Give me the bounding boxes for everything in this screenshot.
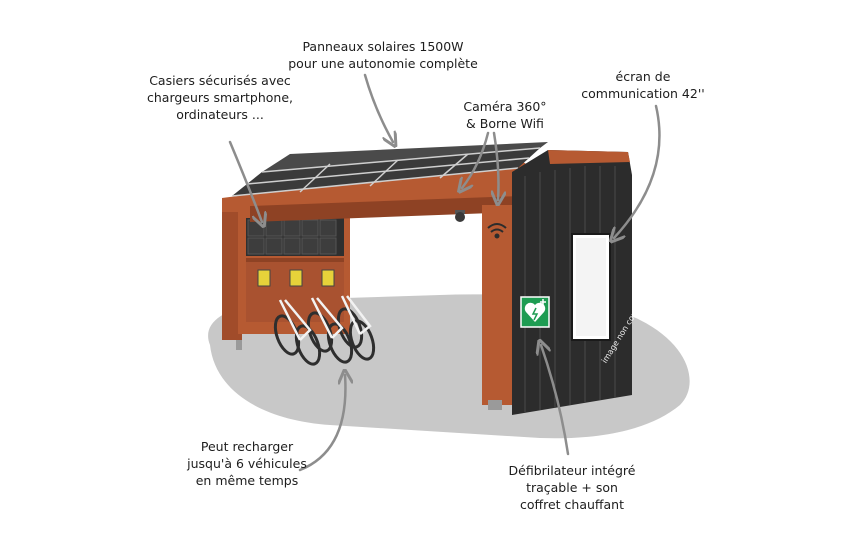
callout-charging-line2: jusqu'à 6 véhicules <box>187 456 307 471</box>
callout-lockers-line3: ordinateurs ... <box>176 107 264 122</box>
arrow-defib <box>541 345 570 456</box>
callout-lockers-line2: chargeurs smartphone, <box>146 90 294 105</box>
callout-camera-line2: & Borne Wifi <box>466 116 544 131</box>
callout-solar-line2: pour une autonomie complète <box>288 56 478 71</box>
callout-screen: écran de communication 42'' <box>568 68 718 102</box>
callout-camera-wifi: Caméra 360° & Borne Wifi <box>440 98 570 132</box>
arrow-solar <box>363 73 393 142</box>
callout-screen-line1: écran de <box>615 69 671 84</box>
arrow-charging <box>298 375 345 472</box>
callout-lockers: Casiers sécurisés avec chargeurs smartph… <box>130 72 310 123</box>
callout-lockers-line1: Casiers sécurisés avec <box>149 73 291 88</box>
bikes <box>273 295 376 366</box>
callout-defib-line2: traçable + son <box>526 480 618 495</box>
callout-defibrillator: Défibrilateur intégré traçable + son cof… <box>482 462 662 513</box>
arrow-wifi <box>494 131 499 200</box>
left-back-post <box>222 210 242 340</box>
camera-dome-icon <box>455 210 465 222</box>
callout-charging: Peut recharger jusqu'à 6 véhicules en mê… <box>172 438 322 489</box>
arrow-screen <box>614 104 661 238</box>
wifi-icon <box>487 223 507 239</box>
callout-defib-line1: Défibrilateur intégré <box>508 463 636 478</box>
callout-camera-line1: Caméra 360° <box>463 99 547 114</box>
callout-screen-line2: communication 42'' <box>581 86 705 101</box>
callout-solar-panels: Panneaux solaires 1500W pour une autonom… <box>268 38 498 72</box>
communication-screen <box>571 233 611 341</box>
aed-heart-icon <box>520 296 550 328</box>
arrow-lockers <box>228 140 262 222</box>
callout-charging-line1: Peut recharger <box>200 439 294 454</box>
callout-solar-line1: Panneaux solaires 1500W <box>302 39 464 54</box>
solar-panels <box>231 142 548 197</box>
bike-chargers <box>257 269 335 287</box>
arrow-camera <box>462 131 490 188</box>
callout-charging-line3: en même temps <box>195 473 299 488</box>
callout-defib-line3: coffret chauffant <box>519 497 625 512</box>
